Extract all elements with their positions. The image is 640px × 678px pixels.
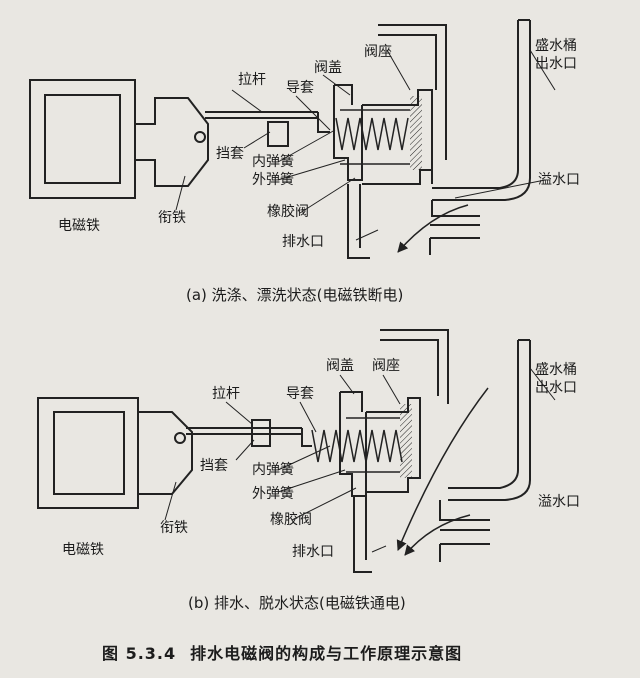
label-rubber-valve-a: 橡胶阀 [267, 204, 309, 220]
label-outer-spring-b: 外弹簧 [252, 486, 294, 502]
label-electromagnet-b: 电磁铁 [62, 542, 104, 558]
seat-pipes-b [353, 329, 490, 573]
diagram-a [29, 19, 556, 259]
pull-rod-b [186, 427, 312, 447]
label-valve-seat-a: 阀座 [364, 44, 392, 60]
label-tank-a: 盛水桶 [535, 38, 577, 54]
armature-b [138, 411, 193, 495]
label-stop-sleeve-b: 挡套 [200, 458, 228, 474]
spring-b [311, 429, 403, 463]
valve-body-b [339, 391, 421, 497]
label-electromagnet-a: 电磁铁 [58, 218, 100, 234]
stop-sleeve-b [251, 419, 271, 447]
electromagnet-a [29, 79, 136, 199]
leaders-a [175, 49, 556, 241]
figure-number: 图 5.3.4 [102, 644, 177, 663]
label-guide-sleeve-b: 导套 [286, 386, 314, 402]
spring-a [335, 117, 409, 151]
label-valve-cover-a: 阀盖 [314, 60, 342, 76]
flow-arrows-b [396, 387, 489, 556]
label-tank-b: 盛水桶 [535, 362, 577, 378]
leaders-b [164, 367, 556, 553]
flow-arrow-a [397, 204, 469, 253]
label-stop-sleeve-a: 挡套 [216, 146, 244, 162]
label-rubber-valve-b: 橡胶阀 [270, 512, 312, 528]
label-valve-seat-b: 阀座 [372, 358, 400, 374]
label-pull-rod-a: 拉杆 [238, 72, 266, 88]
label-armature-b: 衔铁 [160, 520, 188, 536]
label-inner-spring-a: 内弹簧 [252, 154, 294, 170]
caption-a: (a) 洗涤、漂洗状态(电磁铁断电) [186, 286, 404, 304]
tank-outlet-b [448, 339, 531, 501]
label-overflow-a: 溢水口 [538, 172, 580, 188]
label-outlet-b: 出水口 [535, 380, 577, 396]
label-outer-spring-a: 外弹簧 [252, 172, 294, 188]
armature-a [135, 97, 209, 187]
caption-b: (b) 排水、脱水状态(电磁铁通电) [188, 594, 406, 612]
seat-pipes-a [347, 24, 480, 259]
figure-title: 图 5.3.4 排水电磁阀的构成与工作原理示意图 [102, 644, 462, 664]
electromagnet-b [37, 397, 139, 509]
label-drain-b: 排水口 [292, 544, 334, 560]
diagram-b [37, 329, 556, 573]
figure-title-text: 排水电磁阀的构成与工作原理示意图 [190, 644, 463, 663]
label-outlet-a: 出水口 [535, 56, 577, 72]
label-pull-rod-b: 拉杆 [212, 386, 240, 402]
label-valve-cover-b: 阀盖 [326, 358, 354, 374]
label-overflow-b: 溢水口 [538, 494, 580, 510]
label-drain-a: 排水口 [282, 234, 324, 250]
tank-outlet-a [432, 19, 531, 201]
valve-body-a [333, 84, 433, 185]
label-inner-spring-b: 内弹簧 [252, 462, 294, 478]
label-armature-a: 衔铁 [158, 210, 186, 226]
label-guide-sleeve-a: 导套 [286, 80, 314, 96]
stop-sleeve-a [267, 121, 289, 147]
